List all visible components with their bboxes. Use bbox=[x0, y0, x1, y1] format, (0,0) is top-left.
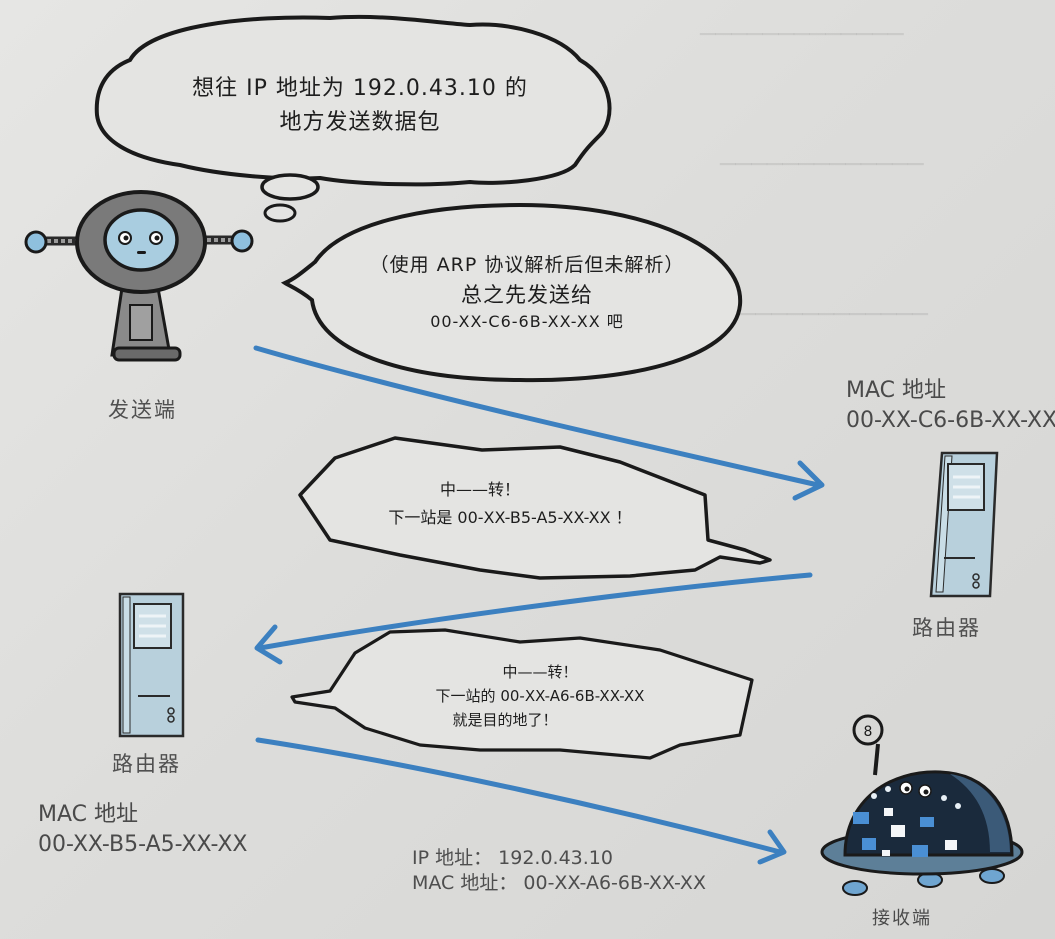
router1-mac-value: 00-XX-C6-6B-XX-XX bbox=[846, 407, 1055, 433]
arrow-sender-to-router1 bbox=[253, 345, 825, 501]
router2-mac-value: 00-XX-B5-A5-XX-XX bbox=[38, 831, 248, 857]
router1-mac-title: MAC 地址 bbox=[846, 378, 946, 403]
relay1-line-1: 中——转！ bbox=[439, 480, 520, 499]
arp-speech-bubble bbox=[280, 202, 743, 383]
router-icon bbox=[929, 451, 999, 598]
receiver-label: 接收端 bbox=[872, 908, 932, 929]
arp-line-3: 00-XX-C6-6B-XX-XX 吧 bbox=[430, 311, 624, 331]
svg-text:8: 8 bbox=[864, 724, 873, 740]
relay-bubble-1-text: 中——转！ 下一站是 00-XX-B5-A5-XX-XX ！ bbox=[330, 476, 690, 532]
arrow-router1-to-router2 bbox=[254, 572, 813, 665]
relay2-line-2: 下一站的 00-XX-A6-6B-XX-XX bbox=[435, 687, 645, 705]
router1-label: 路由器 bbox=[912, 616, 981, 640]
relay2-line-3: 就是目的地了！ bbox=[452, 711, 558, 729]
receiver-mac-line: MAC 地址： 00-XX-A6-6B-XX-XX bbox=[412, 871, 706, 894]
relay-bubble-1 bbox=[298, 436, 772, 580]
router-icon bbox=[118, 592, 185, 738]
show-through-text: ───────────── bbox=[700, 20, 904, 50]
arp-bubble-text: （使用 ARP 协议解析后但未解析） 总之先发送给 00-XX-C6-6B-XX… bbox=[322, 252, 732, 333]
router2-mac-title: MAC 地址 bbox=[38, 802, 138, 827]
router2-label: 路由器 bbox=[112, 752, 181, 776]
relay-bubble-2 bbox=[290, 628, 754, 760]
thought-bubble bbox=[94, 14, 612, 223]
relay-bubble-2-text: 中——转！ 下一站的 00-XX-A6-6B-XX-XX 就是目的地了！ bbox=[370, 660, 710, 732]
arp-line-1: （使用 ARP 协议解析后但未解析） bbox=[369, 254, 685, 276]
arp-line-2: 总之先发送给 bbox=[461, 282, 593, 307]
router2-mac-block: MAC 地址 00-XX-B5-A5-XX-XX bbox=[38, 800, 248, 859]
show-through-text: ───────────── bbox=[720, 150, 924, 180]
relay2-line-1: 中——转！ bbox=[502, 663, 578, 681]
router1-mac-block: MAC 地址 00-XX-C6-6B-XX-XX bbox=[846, 376, 1055, 435]
relay1-line-2: 下一站是 00-XX-B5-A5-XX-XX ！ bbox=[388, 508, 632, 527]
receiver-ip-line: IP 地址： 192.0.43.10 bbox=[412, 847, 613, 869]
show-through-text: ──────────── bbox=[740, 300, 928, 330]
thought-line-2: 地方发送数据包 bbox=[279, 110, 441, 136]
thought-bubble-text: 想往 IP 地址为 192.0.43.10 的 地方发送数据包 bbox=[190, 72, 530, 140]
arrow-router2-to-receiver bbox=[255, 737, 787, 865]
thought-line-1: 想往 IP 地址为 192.0.43.10 的 bbox=[192, 76, 528, 101]
robot-icon bbox=[24, 190, 254, 362]
receiver-address-block: IP 地址： 192.0.43.10 MAC 地址： 00-XX-A6-6B-X… bbox=[412, 846, 706, 895]
sender-label: 发送端 bbox=[108, 398, 177, 422]
dome-robot-icon: 8 bbox=[820, 714, 1024, 896]
